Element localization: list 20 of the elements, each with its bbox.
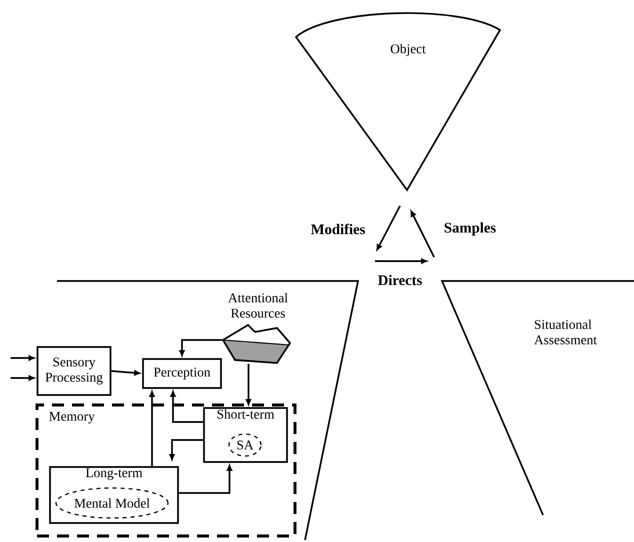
- arrow: [246, 364, 252, 405]
- arrow: [10, 355, 34, 361]
- node-text: Situational Assessment: [534, 320, 597, 344]
- node-text: Object: [390, 44, 426, 56]
- edge-label: Directs: [376, 274, 424, 286]
- arrow: [10, 375, 34, 381]
- process-box: Sensory Processing: [36, 346, 112, 396]
- edge-label: Modifies: [309, 222, 367, 236]
- arrow: [410, 210, 435, 258]
- arrow: [178, 465, 232, 494]
- arrow: [374, 258, 427, 264]
- arrow: [376, 205, 401, 250]
- arrow: [149, 391, 155, 466]
- process-box: Perception: [142, 358, 222, 389]
- node-heading: Attentional Resources: [228, 292, 288, 318]
- edge-label: Samples: [442, 221, 498, 237]
- arrow: [169, 439, 204, 460]
- arrow: [170, 391, 204, 423]
- arrow: [179, 339, 222, 356]
- arrow: [111, 370, 140, 376]
